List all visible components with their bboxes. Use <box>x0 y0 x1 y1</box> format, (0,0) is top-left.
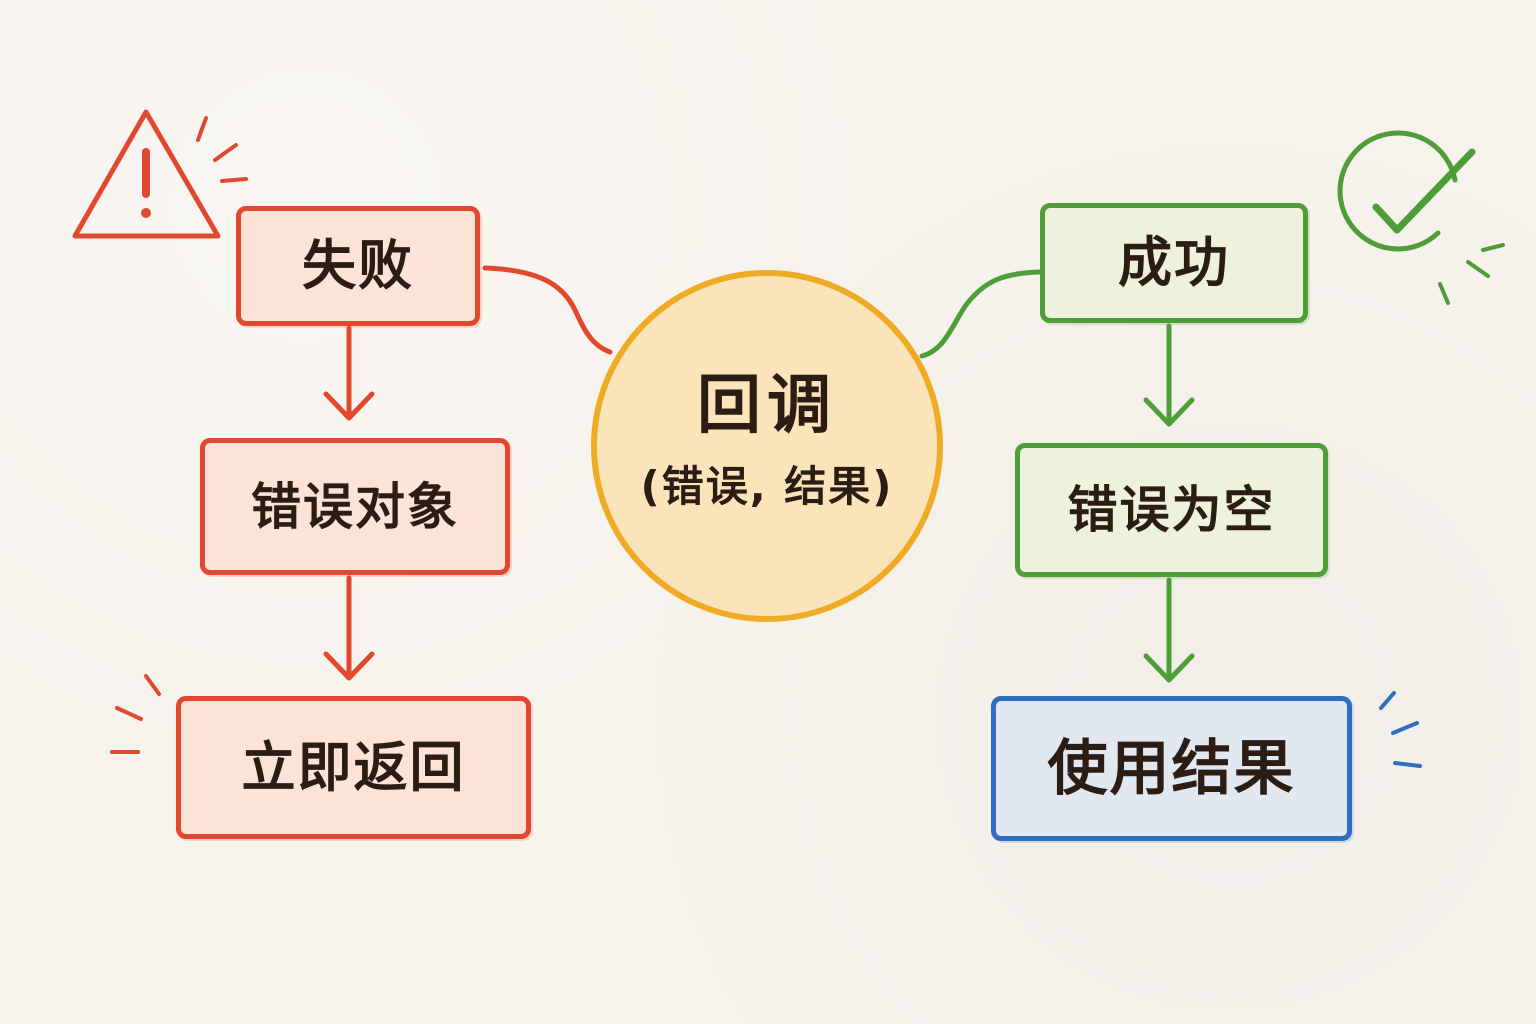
failure-label: 失败 <box>302 234 414 297</box>
error-null-label: 错误为空 <box>1067 481 1276 539</box>
error-null-node: 错误为空 <box>1015 443 1328 577</box>
check-circle-icon <box>1337 130 1476 252</box>
connector-center-to-success <box>919 269 1043 359</box>
error-object-label: 错误对象 <box>251 477 459 536</box>
callback-node: 回调 (错误, 结果) <box>591 270 943 622</box>
arrow-success-to-error-null <box>1143 323 1195 427</box>
error-object-node: 错误对象 <box>200 438 510 575</box>
warning-emphasis-marks <box>196 116 248 183</box>
arrow-error-object-to-return <box>323 575 375 681</box>
result-emphasis-marks <box>1379 691 1422 768</box>
connector-center-to-failure <box>482 265 613 355</box>
failure-node: 失败 <box>236 206 480 326</box>
success-label: 成功 <box>1118 231 1230 294</box>
callback-signature: (错误, 结果) <box>640 462 894 511</box>
use-result-node: 使用结果 <box>991 696 1352 841</box>
return-immediately-node: 立即返回 <box>176 696 531 839</box>
return-immediately-label: 立即返回 <box>241 735 466 799</box>
arrow-failure-to-error-object <box>323 325 375 421</box>
return-emphasis-marks <box>110 674 161 754</box>
arrow-error-null-to-use-result <box>1143 577 1195 683</box>
warning-icon <box>72 109 221 239</box>
callback-title: 回调 <box>697 369 837 443</box>
success-emphasis-marks <box>1438 243 1505 305</box>
use-result-label: 使用结果 <box>1047 733 1296 804</box>
success-node: 成功 <box>1040 203 1308 323</box>
